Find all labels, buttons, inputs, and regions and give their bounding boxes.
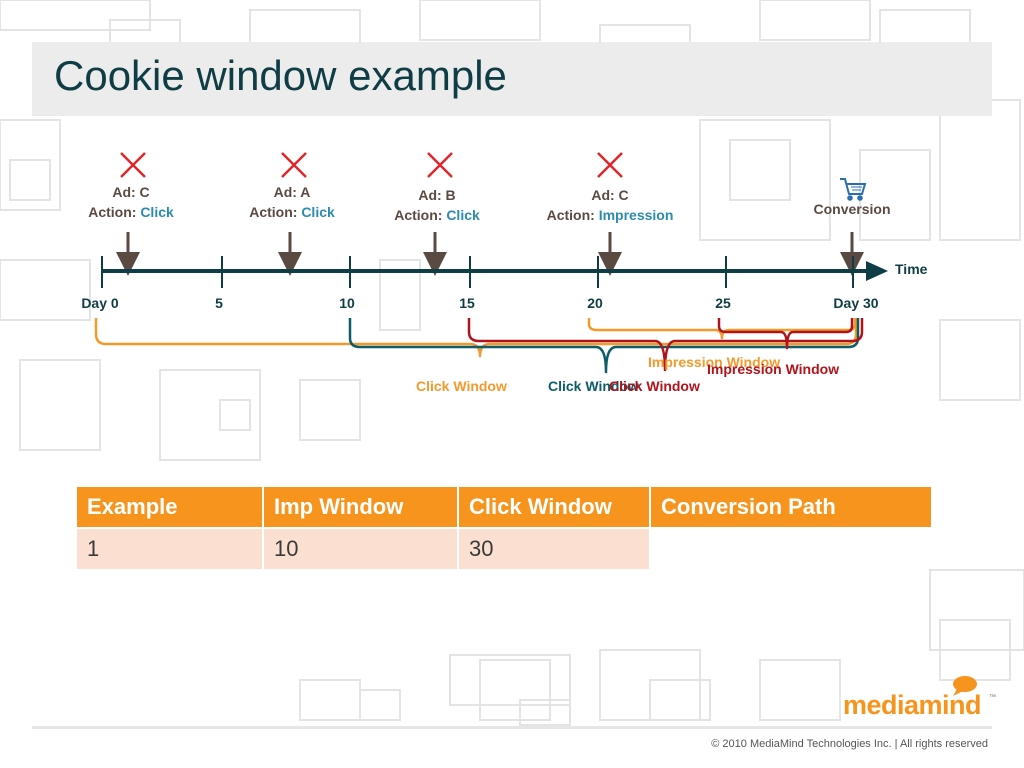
page-title: Cookie window example bbox=[54, 52, 507, 99]
column-header: Conversion Path bbox=[651, 487, 933, 527]
shopping-cart-icon bbox=[840, 178, 867, 201]
timeline-axis bbox=[101, 256, 888, 288]
brace-impression-window-red bbox=[717, 318, 854, 350]
column-header: Imp Window bbox=[264, 487, 459, 527]
window-label: Click Window bbox=[609, 378, 700, 394]
event-ad-label: Ad: B bbox=[418, 187, 455, 203]
window-label: Impression Window bbox=[648, 354, 780, 370]
brace-click-window-red bbox=[467, 318, 864, 372]
event-ad-label: Ad: C bbox=[591, 187, 628, 203]
table-cell: 1 bbox=[77, 527, 264, 569]
copyright-text: © 2010 MediaMind Technologies Inc. | All… bbox=[711, 738, 988, 750]
tick-label: 20 bbox=[587, 295, 603, 311]
event-action-label: Action: Click bbox=[394, 207, 480, 223]
table-cell: 30 bbox=[459, 527, 651, 569]
event-arrows bbox=[116, 232, 864, 276]
brace-click-window-orange bbox=[94, 318, 858, 358]
time-axis-label: Time bbox=[895, 261, 928, 277]
table-header-row: Example Imp Window Click Window Conversi… bbox=[77, 487, 933, 527]
table-cell: 10 bbox=[264, 527, 459, 569]
event-action-label: Action: Click bbox=[249, 204, 335, 220]
table-cell bbox=[651, 527, 933, 569]
cross-icon bbox=[597, 152, 623, 178]
cross-icon bbox=[281, 152, 307, 178]
trademark-mark: ™ bbox=[989, 694, 996, 701]
cross-icon bbox=[120, 152, 146, 178]
tick-label: Day 30 bbox=[833, 295, 878, 311]
event-ad-label: Ad: C bbox=[112, 184, 149, 200]
event-action-label: Action: Impression bbox=[547, 207, 674, 223]
window-label: Impression Window bbox=[707, 361, 839, 377]
window-label: Click Window bbox=[416, 378, 507, 394]
cross-icon bbox=[427, 152, 453, 178]
mediamind-logo: mediamind bbox=[843, 690, 982, 720]
example-table: Example Imp Window Click Window Conversi… bbox=[77, 487, 933, 569]
column-header: Example bbox=[77, 487, 264, 527]
event-action-label: Action: Click bbox=[88, 204, 174, 220]
footer-divider bbox=[32, 726, 992, 729]
brace-click-window-teal bbox=[348, 318, 860, 374]
tick-label: 10 bbox=[339, 295, 355, 311]
column-header: Click Window bbox=[459, 487, 651, 527]
tick-label: 5 bbox=[215, 295, 223, 311]
tick-label: 15 bbox=[459, 295, 475, 311]
conversion-label: Conversion bbox=[813, 201, 890, 217]
title-bar bbox=[32, 42, 992, 116]
table-row: 1 10 30 bbox=[77, 527, 933, 569]
event-ad-label: Ad: A bbox=[274, 184, 311, 200]
tick-label: Day 0 bbox=[81, 295, 119, 311]
brace-impression-window-orange bbox=[587, 318, 857, 340]
tick-label: 25 bbox=[715, 295, 731, 311]
speech-bubble-icon bbox=[953, 676, 977, 696]
rejected-crosses bbox=[120, 152, 623, 178]
window-label: Click Window bbox=[548, 378, 639, 394]
